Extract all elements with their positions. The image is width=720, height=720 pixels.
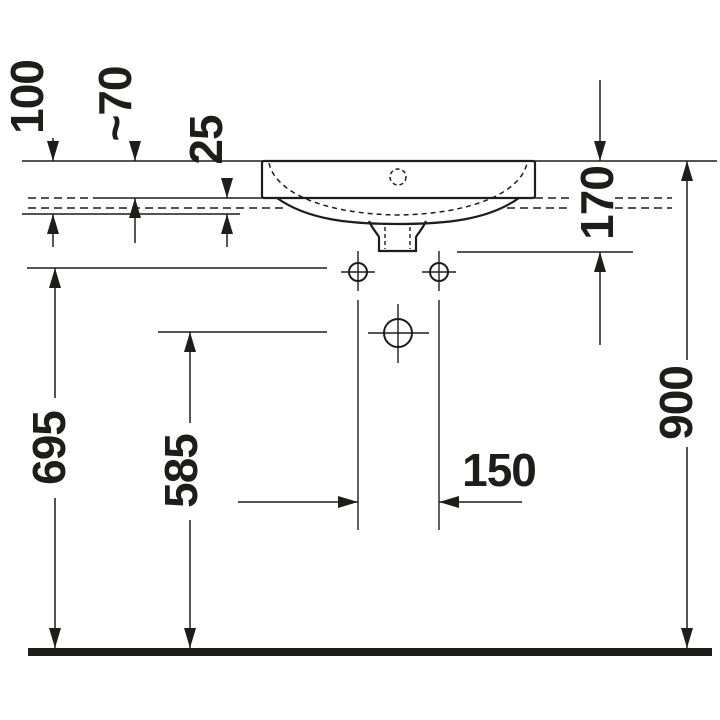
dim-label-900: 900 <box>650 366 702 440</box>
dim-label-25: 25 <box>180 115 232 165</box>
bowl-hidden-contour <box>268 162 528 216</box>
dimension-labels: 100 ~70 25 170 900 695 585 150 <box>1 60 702 508</box>
dim-label-695: 695 <box>23 411 75 485</box>
fixing-hole-left-crosshair <box>341 251 375 291</box>
dim-label-150: 150 <box>462 444 536 496</box>
faucet-hole <box>389 168 407 186</box>
fixing-hole-right-crosshair <box>422 251 456 291</box>
fixing-hole-extension-lines <box>357 300 440 530</box>
dim-label-70: ~70 <box>89 66 141 141</box>
drain-outlet-hidden-walls <box>384 227 411 249</box>
fixing-holes <box>341 251 456 530</box>
dim-label-585: 585 <box>155 434 207 508</box>
washbasin-outline <box>260 159 537 253</box>
dim-label-170: 170 <box>571 166 623 240</box>
drain-position-mark <box>368 304 429 363</box>
basin-rim-body <box>260 159 537 200</box>
floor-line <box>28 648 712 656</box>
dim-label-100: 100 <box>1 60 53 134</box>
dimension-lines <box>47 80 693 648</box>
bowl-underside <box>276 197 520 226</box>
drain-outlet-stub <box>367 220 428 253</box>
drain-crosshair <box>368 304 429 363</box>
